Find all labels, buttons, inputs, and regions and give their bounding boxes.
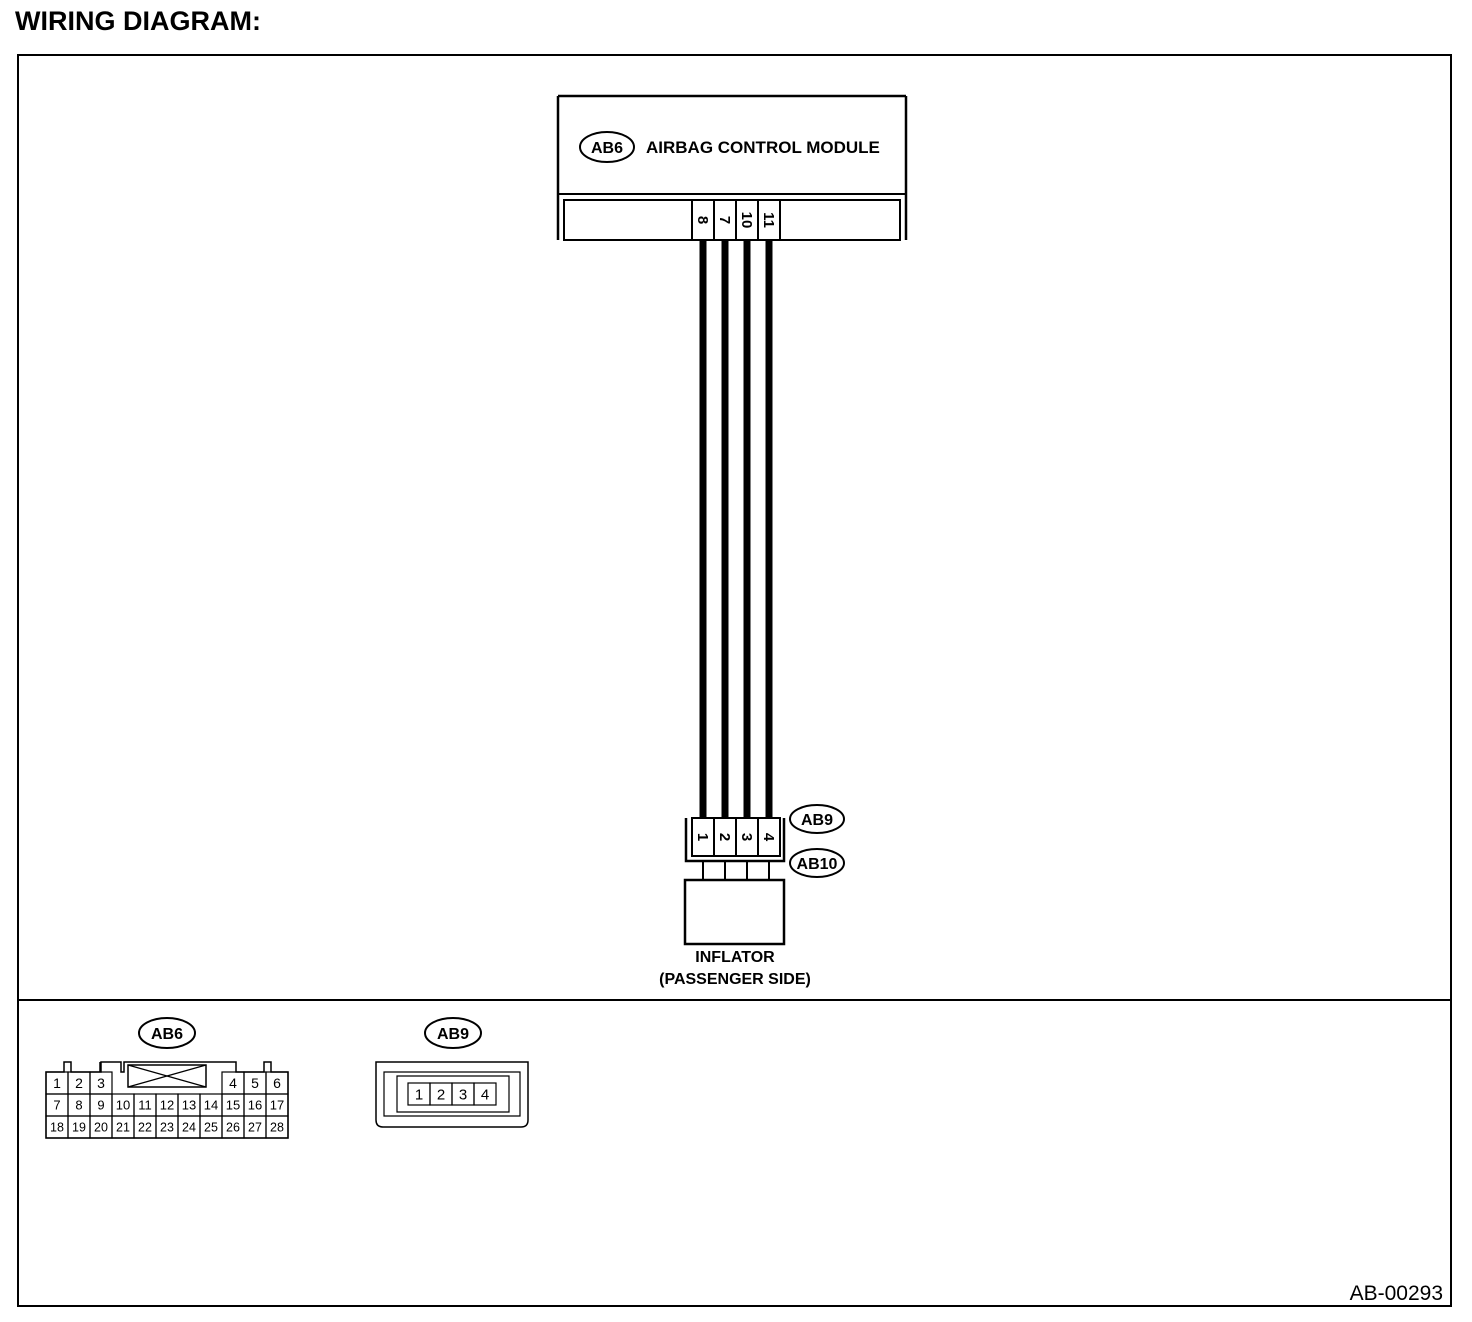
ab6-pin-label: 5 <box>251 1075 259 1091</box>
ab6-pin-label: 19 <box>72 1121 86 1135</box>
ab6-pin-label: 28 <box>270 1121 284 1135</box>
ab6-key <box>127 1064 207 1088</box>
ab6-pin-label: 25 <box>204 1121 218 1135</box>
ab9-badge <box>424 1017 482 1049</box>
ab6-pin-label: 3 <box>97 1075 105 1091</box>
ab9-pin-label: 2 <box>437 1086 445 1103</box>
ab6-pin-label: 6 <box>273 1075 281 1091</box>
airbag-control-module: AB6 AIRBAG CONTROL MODULE 8 7 10 11 <box>556 94 908 241</box>
inflator-connector-badge <box>789 848 845 878</box>
ab6-pin-label: 23 <box>160 1121 174 1135</box>
inflator-connector-id: AB9 <box>801 812 833 829</box>
ab6-badge <box>138 1017 196 1049</box>
ab6-pin-label: 12 <box>160 1098 174 1113</box>
figure-id: AB-00293 <box>1350 1282 1443 1305</box>
ab6-pin-label: 4 <box>229 1075 237 1091</box>
inflator-terminal-label: 4 <box>760 833 777 842</box>
ab6-pin-label: 24 <box>182 1121 196 1135</box>
ab9-pin-label: 1 <box>415 1086 423 1103</box>
ab6-pin-label: 2 <box>75 1075 83 1091</box>
module-connector-badge <box>579 131 635 163</box>
ab6-pin-label: 10 <box>116 1098 130 1113</box>
module-terminal-label: 10 <box>738 212 755 229</box>
ab6-pin-cell <box>265 1115 289 1139</box>
diagram-frame <box>17 54 1452 1307</box>
ab6-pin-label: 22 <box>138 1121 152 1135</box>
inflator-connector-badge <box>789 804 845 834</box>
inflator-terminal-label: 1 <box>694 833 711 841</box>
ab6-pin-label: 21 <box>116 1121 130 1135</box>
ab6-pin-label: 8 <box>75 1098 82 1113</box>
ab6-view-id: AB6 <box>151 1026 183 1043</box>
ab6-pin-label: 15 <box>226 1098 240 1113</box>
ab9-pin-label: 3 <box>459 1086 467 1103</box>
wire-harness <box>699 240 773 818</box>
ab9-view-id: AB9 <box>437 1026 469 1043</box>
ab6-pin-label: 17 <box>270 1098 284 1113</box>
module-name: AIRBAG CONTROL MODULE <box>646 138 880 157</box>
inflator-connector-id: AB10 <box>797 856 838 873</box>
module-terminal-label: 8 <box>694 216 711 224</box>
ab6-pin-label: 26 <box>226 1121 240 1135</box>
ab9-housing <box>375 1061 529 1128</box>
ab6-pin-label: 13 <box>182 1098 196 1113</box>
inflator-connector: 1 2 3 4 AB9 AB10 <box>684 804 845 880</box>
inflator-body <box>683 878 786 946</box>
module-connector-id: AB6 <box>591 140 623 157</box>
ab6-pin-label: 7 <box>53 1098 60 1113</box>
ab6-pin-label: 18 <box>50 1121 64 1135</box>
ab6-pin-label: 11 <box>138 1098 152 1113</box>
ab6-pin-label: 16 <box>248 1098 262 1113</box>
ab6-pin-label: 9 <box>97 1098 104 1113</box>
inflator-name-detail: (PASSENGER SIDE) <box>659 971 811 988</box>
ab6-pin-label: 20 <box>94 1121 108 1135</box>
module-terminal-label: 7 <box>716 216 733 224</box>
ab9-pin-cell <box>473 1082 497 1106</box>
module-terminal-label: 11 <box>760 212 777 228</box>
page-title: WIRING DIAGRAM: <box>15 6 261 36</box>
inflator-terminal-label: 3 <box>738 833 755 841</box>
inflator-terminal-label: 2 <box>716 833 733 841</box>
ab9-pin-label: 4 <box>481 1086 489 1103</box>
ab6-pin-label: 14 <box>204 1098 218 1113</box>
inflator-name: INFLATOR <box>695 949 775 966</box>
ab6-pin-label: 1 <box>53 1075 61 1091</box>
ab6-pin-label: 27 <box>248 1121 262 1135</box>
